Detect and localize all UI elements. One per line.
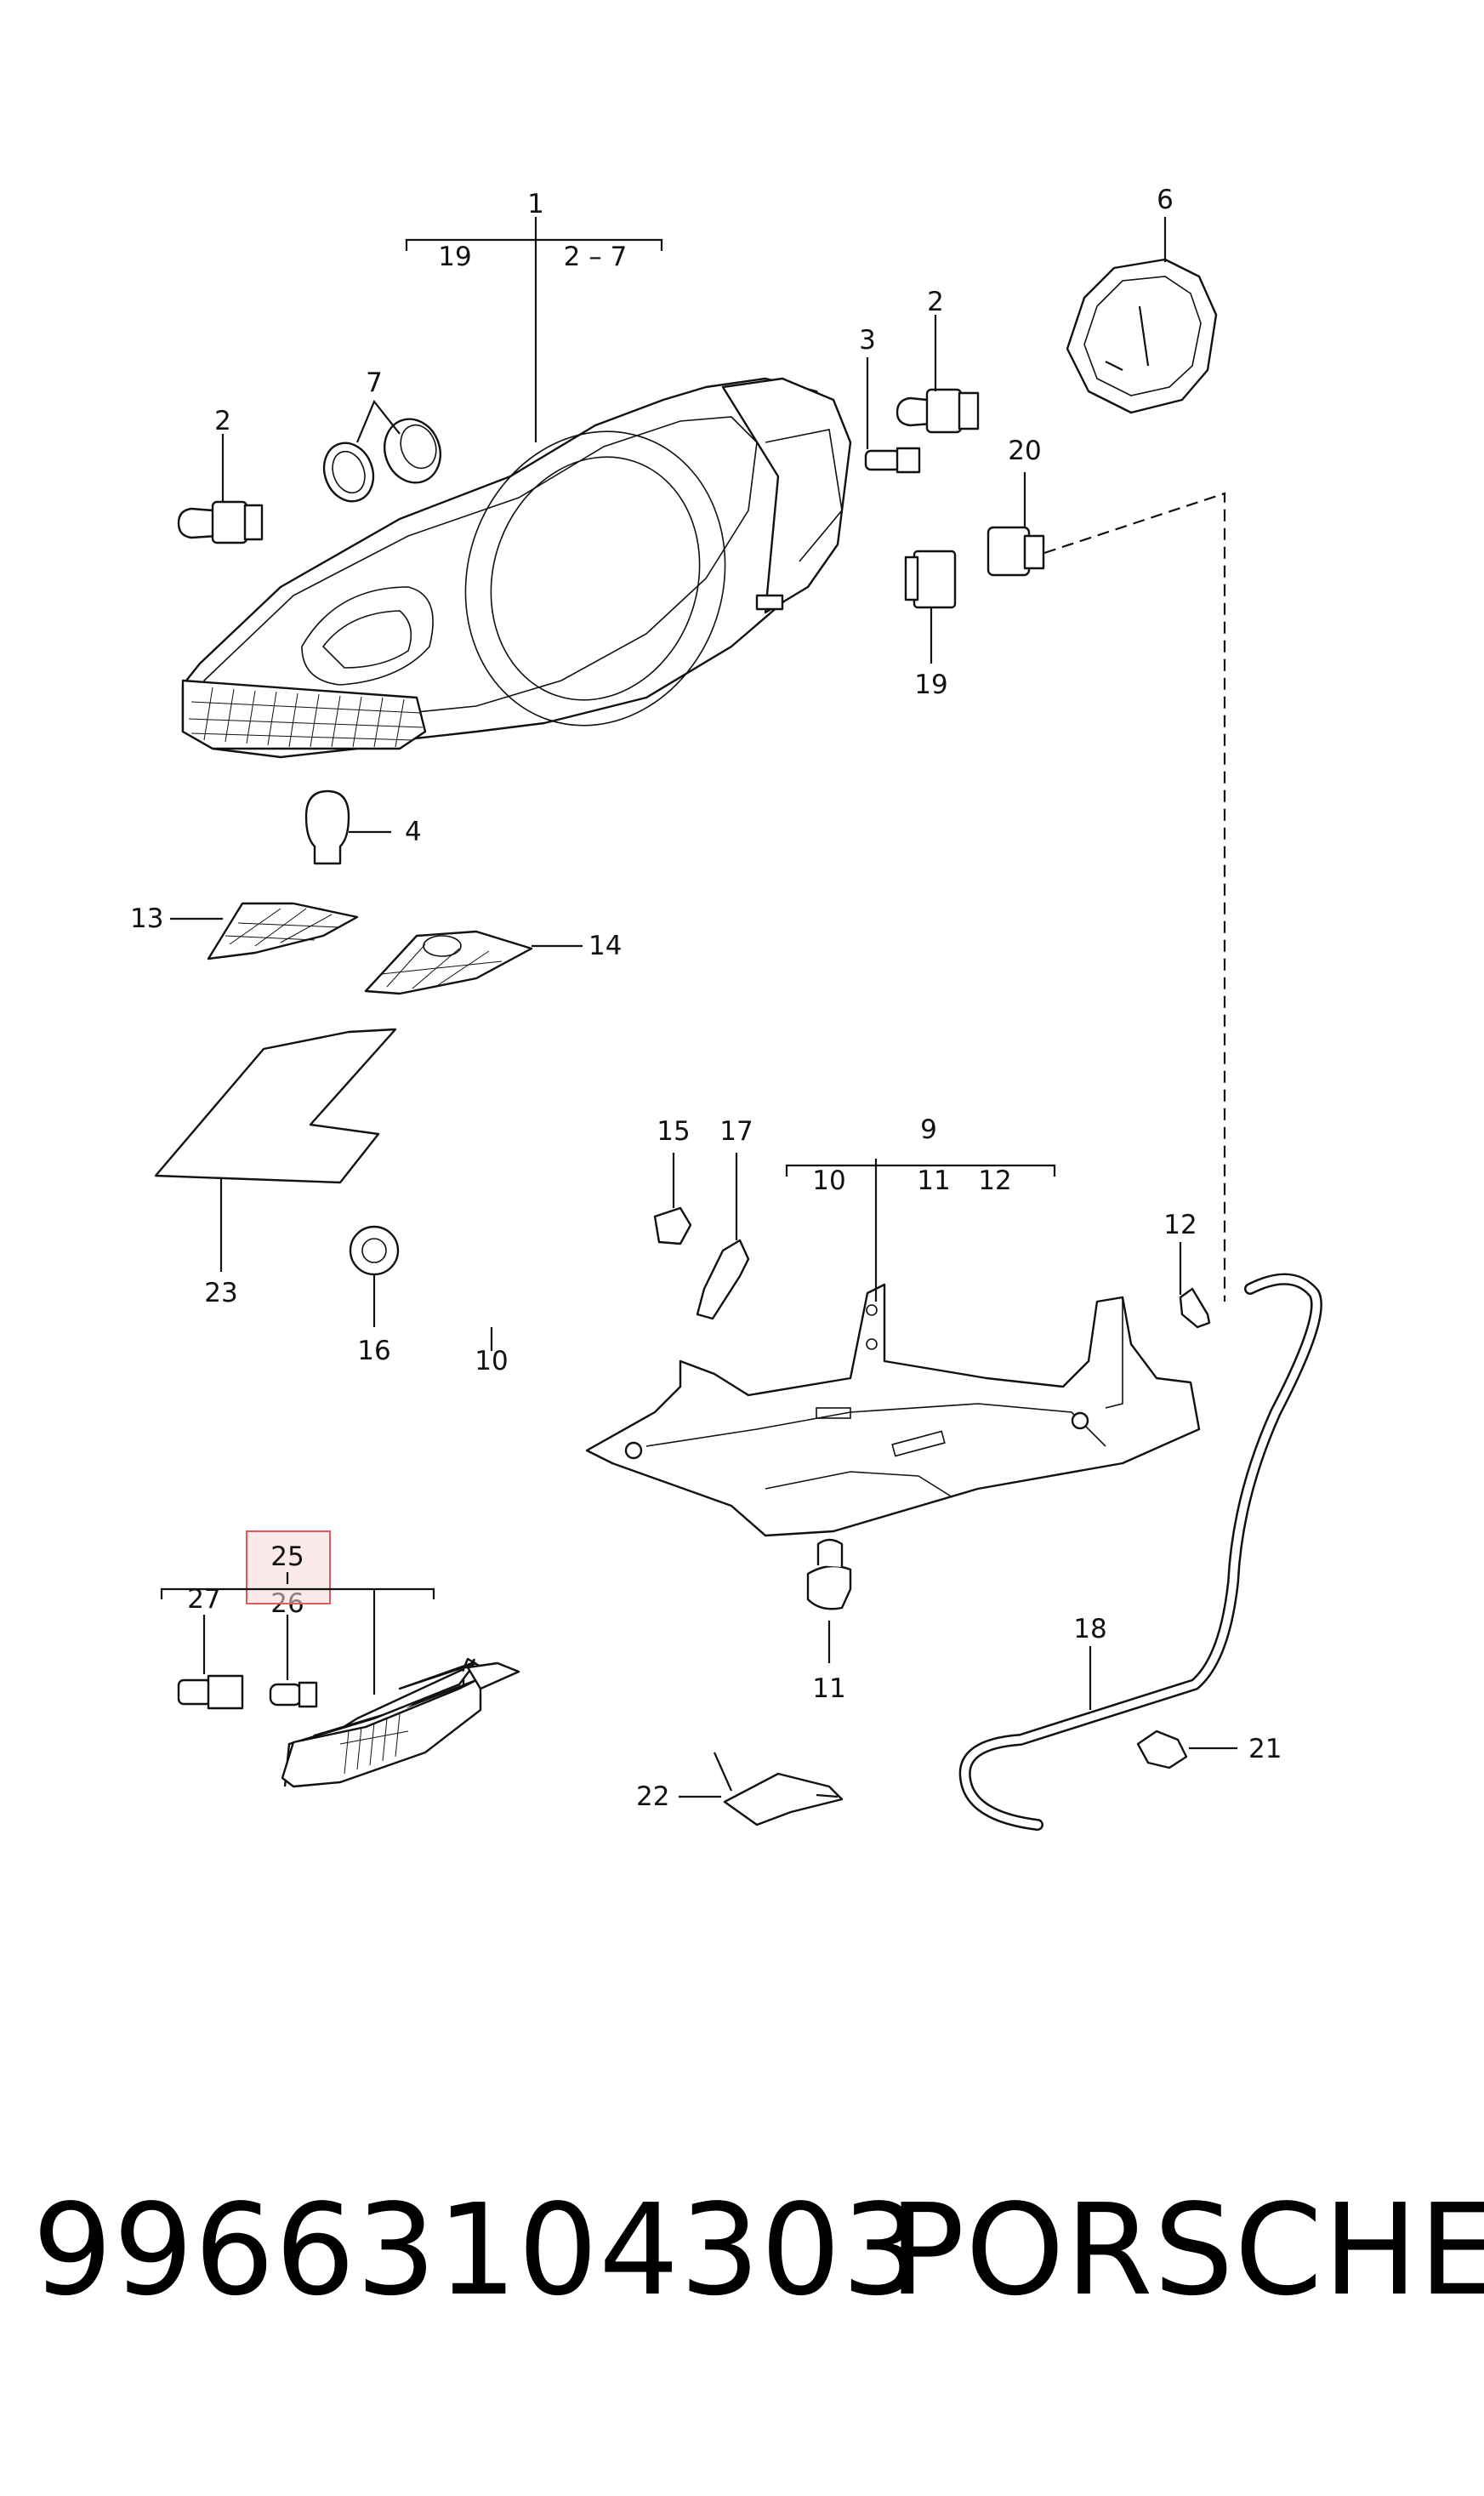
callout-9-label: 9 (920, 1114, 937, 1145)
callout-9-sub-b: 11 (917, 1165, 950, 1196)
bracket-17: 17 (696, 1116, 753, 1320)
side-marker-lamp (281, 1657, 520, 1788)
callout-3-label: 3 (859, 325, 876, 356)
connector-20: 20 (986, 436, 1045, 577)
callout-6-label: 6 (1157, 185, 1174, 215)
adjust-rod-10: 10 (441, 1273, 643, 1376)
highlight-box (246, 1530, 331, 1604)
callout-18-label: 18 (1073, 1614, 1106, 1644)
callout-10-label: 10 (475, 1346, 508, 1376)
callout-22-label: 22 (636, 1781, 669, 1812)
parts-diagram: 1 19 2 – 7 2 7 3 2 6 (130, 185, 1322, 1831)
callout-12-label: 12 (1163, 1210, 1197, 1240)
buffer-11: 11 (806, 1538, 852, 1704)
callout-4-label: 4 (405, 817, 422, 847)
clip-15: 15 (653, 1116, 692, 1245)
lens-13: 13 (130, 902, 359, 960)
callout-11-label: 11 (812, 1673, 845, 1704)
hose-18: 18 (958, 1273, 1322, 1831)
nut-16: 16 (349, 1225, 400, 1366)
footer: 99663104303 PORSCHE (0, 2178, 1484, 2365)
callout-2b-label: 2 (927, 287, 944, 317)
callout-2a-label: 2 (214, 406, 231, 436)
callout-9-sub-a: 10 (812, 1165, 845, 1196)
connector-19: 19 (904, 550, 957, 700)
callout-13-label: 13 (130, 903, 163, 934)
clip-21: 21 (1136, 1730, 1282, 1769)
bulb-3: 3 (859, 325, 921, 474)
foil-23: 23 (154, 1028, 397, 1308)
callout-9-sub-c: 12 (978, 1165, 1011, 1196)
socket-27: 27 (177, 1584, 244, 1710)
callout-15-label: 15 (657, 1116, 690, 1147)
base-plate-9 (585, 1283, 1201, 1537)
callout-20-label: 20 (1008, 436, 1041, 466)
callout-17-label: 17 (719, 1116, 753, 1147)
callout-16-label: 16 (357, 1336, 390, 1366)
bulb-2-left: 2 (177, 406, 264, 544)
callout-25-label: 25 (270, 1541, 304, 1572)
callout-25: 25 (160, 1530, 435, 1695)
bulb-2-right: 2 (896, 287, 980, 434)
lens-14: 14 (364, 930, 622, 995)
callout-14-label: 14 (588, 931, 622, 961)
callout-1: 1 19 2 – 7 (405, 189, 663, 442)
seal-7: 7 (322, 368, 441, 503)
callout-1-label: 1 (527, 189, 544, 219)
bracket-22: 22 (636, 1752, 844, 1826)
brand-name: PORSCHE (889, 2177, 1484, 2323)
part-number: 99663104303 (32, 2177, 923, 2323)
callout-19-label: 19 (914, 670, 947, 700)
headlight-assembly (181, 377, 852, 759)
bulb-4: 4 (304, 789, 422, 865)
callout-1-sub-right: 2 – 7 (564, 242, 628, 272)
clip-12: 12 (1163, 1210, 1211, 1329)
callout-23-label: 23 (204, 1278, 237, 1308)
callout-21-label: 21 (1248, 1734, 1282, 1764)
callout-1-sub-left: 19 (438, 242, 471, 272)
bulb-26: 26 (269, 1588, 318, 1708)
cover-6: 6 (1066, 185, 1218, 414)
callout-9: 9 10 11 12 (785, 1114, 1056, 1302)
callout-7-label: 7 (366, 368, 383, 398)
